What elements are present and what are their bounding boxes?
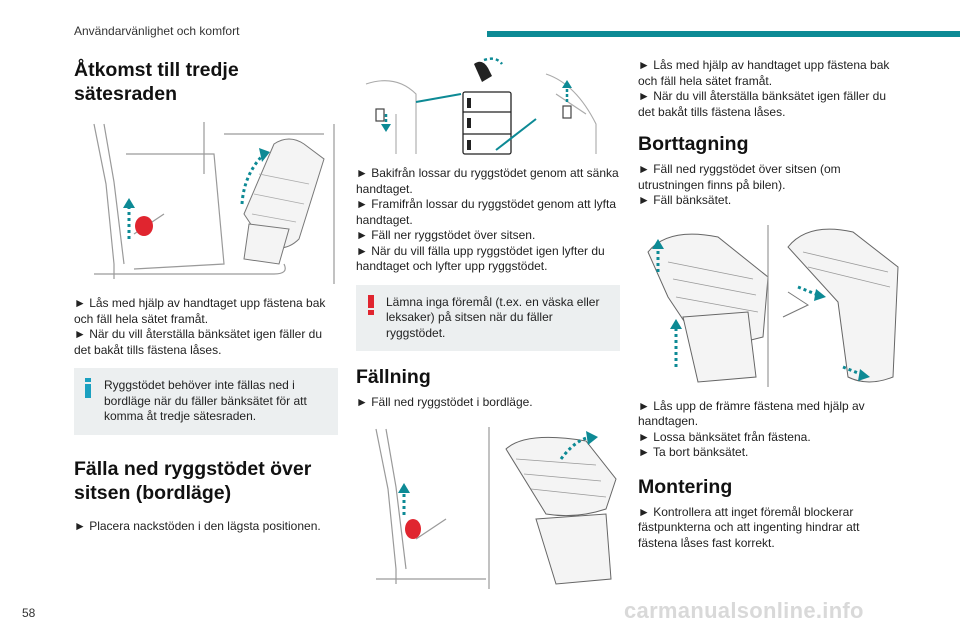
front-handle-icon <box>562 105 572 119</box>
header-accent-bar <box>487 31 960 37</box>
section-title-removal: Borttagning <box>638 133 749 155</box>
warning-note: Lämna inga föremål (t.ex. en väska eller… <box>356 284 620 351</box>
section-title-table-mode: Fälla ned ryggstödet över sitsen (bordlä… <box>74 457 312 504</box>
bullet-list-3: ► Bakifrån lossar du ryggstödet genom at… <box>356 166 620 275</box>
bullet-list-1: ► Lås med hjälp av handtaget upp fästena… <box>74 296 338 358</box>
bullet-list-2: ► Placera nackstöden i den lägsta positi… <box>74 519 338 535</box>
bullet-item: ► Ta bort bänksätet. <box>638 445 749 459</box>
info-note: Ryggstödet behöver inte fällas ned i bor… <box>74 368 338 435</box>
illustration-fold-to-table-mode <box>375 426 617 589</box>
rear-handle-icon <box>375 108 385 122</box>
headrest-icon <box>474 61 492 82</box>
bullet-item: ► Fäll ned ryggstödet i bordläge. <box>356 395 533 409</box>
bullet-list-5: ► Lås med hjälp av handtaget upp fästena… <box>638 58 902 120</box>
running-header: Användarvänlighet och komfort <box>74 24 240 38</box>
bullet-item: ► När du vill fälla upp ryggstödet igen … <box>356 243 605 274</box>
bullet-list-7: ► Lås upp de främre fästena med hjälp av… <box>638 399 902 461</box>
section-title-folding: Fällning <box>356 366 431 388</box>
watermark: carmanualsonline.info <box>624 598 864 623</box>
release-handle-red <box>135 216 153 236</box>
bullet-item: ► När du vill återställa bänksätet igen … <box>638 89 887 119</box>
bullet-list-4: ► Fäll ned ryggstödet i bordläge. <box>356 395 620 411</box>
bullet-item: ► Lossa bänksätet från fästena. <box>638 429 811 444</box>
page-number: 58 <box>22 606 36 620</box>
illustration-backrest-handles <box>365 57 597 155</box>
bullet-item: ► Lås upp de främre fästena med hjälp av… <box>638 398 865 429</box>
bullet-item: ► Lås med hjälp av handtaget upp fästena… <box>638 58 890 88</box>
column-2: ► Bakifrån lossar du ryggstödet genom at… <box>356 57 620 591</box>
bullet-item: ► Fäll ner ryggstödet över sitsen. <box>356 228 536 242</box>
bullet-item: ► Placera nackstöden i den lägsta positi… <box>74 518 321 533</box>
section-title-installation: Montering <box>638 475 733 498</box>
bullet-list-6: ► Fäll ned ryggstödet över sitsen (om ut… <box>638 162 902 209</box>
bullet-item: ► Framifrån lossar du ryggstödet genom a… <box>356 197 616 227</box>
info-icon <box>85 378 91 398</box>
bullet-list-8: ► Kontrollera att inget föremål blockera… <box>638 505 902 552</box>
illustration-fold-seat-forward <box>93 122 335 284</box>
bullet-item: ► Bakifrån lossar du ryggstödet genom at… <box>356 166 619 196</box>
section-title-third-row-access: Åtkomst till tredje sätesraden <box>74 59 239 105</box>
release-handle-red <box>405 518 421 539</box>
bullet-item: ► När du vill återställa bänksätet igen … <box>74 327 323 357</box>
illustration-remove-bench-seat <box>647 224 899 387</box>
bullet-item: ► Fäll ned ryggstödet över sitsen (om ut… <box>638 162 841 192</box>
column-1: Åtkomst till tredje sätesraden ► Lås med… <box>74 58 338 534</box>
bullet-item: ► Kontrollera att inget föremål blockera… <box>638 504 860 550</box>
bullet-item: ► Fäll bänksätet. <box>638 193 732 207</box>
column-3: ► Lås med hjälp av handtaget upp fästena… <box>638 58 902 551</box>
bullet-item: ► Lås med hjälp av handtaget upp fästena… <box>74 296 326 326</box>
warning-icon <box>368 294 374 315</box>
